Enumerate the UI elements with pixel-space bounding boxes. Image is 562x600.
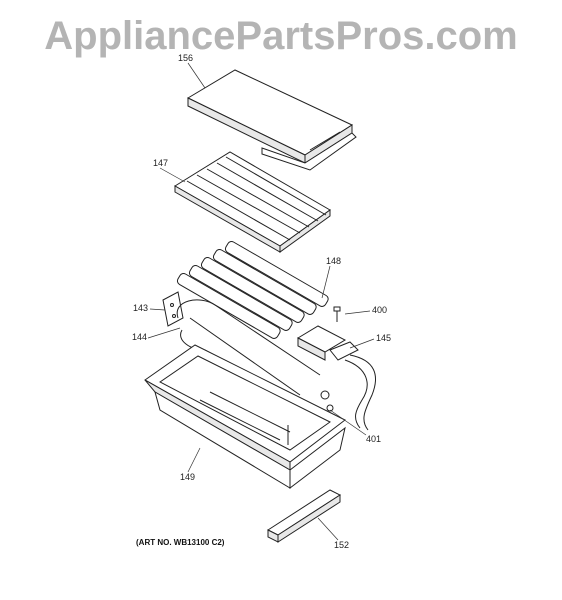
trim-strip-drawing[interactable] (266, 489, 342, 543)
leader-152 (317, 517, 339, 541)
callout-401[interactable]: 401 (366, 434, 382, 444)
leader-145 (349, 338, 375, 349)
heating-element-set-drawing[interactable] (176, 240, 330, 340)
grill-grate-drawing[interactable] (174, 151, 331, 253)
drip-pan-drawing[interactable] (144, 344, 346, 490)
art-number: (ART NO. WB13100 C2) (136, 538, 225, 547)
callout-144[interactable]: 144 (132, 332, 148, 342)
leader-147 (159, 167, 186, 183)
leader-144 (147, 327, 181, 339)
callout-149[interactable]: 149 (180, 472, 196, 482)
grill-cover-drawing[interactable] (186, 69, 357, 171)
watermark: AppliancePartsPros.com (44, 14, 518, 58)
callout-148[interactable]: 148 (326, 256, 342, 266)
screw-drawing[interactable] (333, 306, 341, 322)
terminal-block-harness-drawing[interactable] (296, 325, 376, 431)
callout-147[interactable]: 147 (153, 158, 169, 168)
callout-143[interactable]: 143 (133, 303, 149, 313)
callout-145[interactable]: 145 (376, 333, 392, 343)
callout-156[interactable]: 156 (178, 53, 194, 63)
leader-401 (329, 409, 367, 436)
element-bracket-drawing[interactable] (162, 291, 184, 327)
leader-148 (321, 265, 331, 299)
leader-400 (344, 310, 371, 315)
leader-143 (149, 308, 166, 311)
leader-156 (187, 62, 206, 89)
screw-terminal-drawing[interactable] (320, 390, 334, 412)
leader-149 (187, 447, 201, 473)
callout-152[interactable]: 152 (334, 540, 350, 550)
callout-400[interactable]: 400 (372, 305, 388, 315)
